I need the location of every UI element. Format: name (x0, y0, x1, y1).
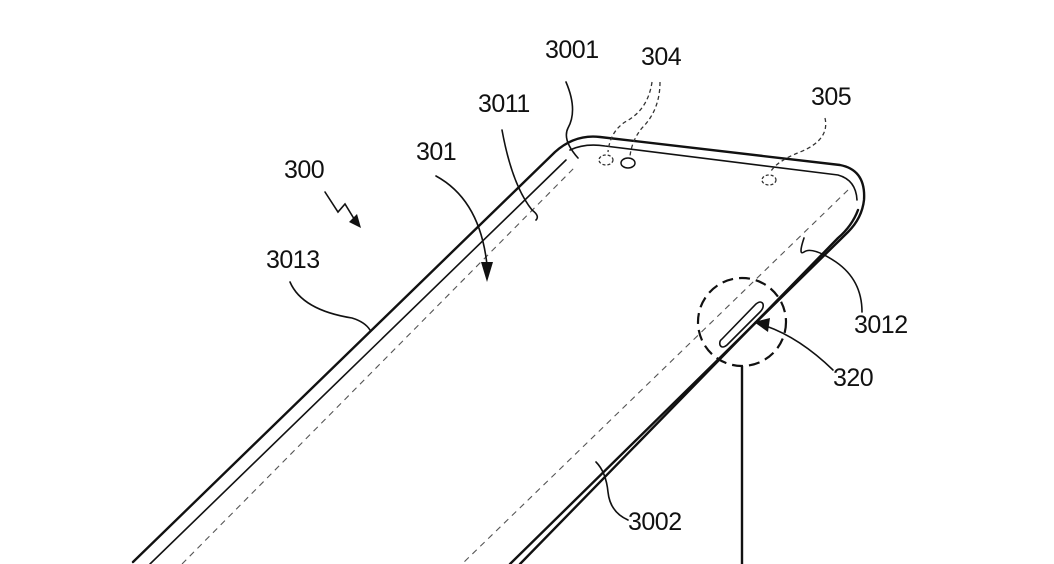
leader-305 (769, 117, 827, 174)
label-3001: 3001 (545, 36, 599, 64)
sensor-hole-right (761, 174, 777, 186)
device-top-inner-edge (569, 144, 858, 201)
device-body (131, 135, 866, 564)
leader-3002 (595, 461, 629, 521)
leader-3011 (501, 129, 539, 221)
leader-301 (435, 175, 488, 266)
leader-320 (765, 325, 834, 371)
leader-3012 (800, 237, 863, 313)
label-305: 305 (811, 83, 851, 111)
left-curve-boundary (181, 167, 575, 564)
arrowhead-320 (754, 318, 770, 332)
leader-3001 (565, 81, 579, 159)
label-304: 304 (641, 43, 682, 71)
reference-labels: 300 301 3011 3001 304 305 3013 3012 320 … (266, 36, 908, 536)
detail-region-320 (696, 276, 788, 564)
label-300: 300 (284, 156, 324, 184)
sensor-hole-solid (620, 157, 636, 169)
sensor-openings (598, 154, 777, 186)
right-curve-boundary (461, 189, 849, 564)
label-3011: 3011 (478, 90, 530, 118)
leader-lines (289, 81, 863, 521)
label-320: 320 (833, 364, 873, 392)
label-3002: 3002 (628, 508, 682, 536)
arrowhead-300 (349, 214, 361, 228)
leader-304-a (607, 81, 653, 153)
device-right-rail (518, 208, 860, 564)
sensor-hole-dashed (598, 154, 614, 166)
leader-304-b (629, 81, 661, 157)
label-3012: 3012 (854, 311, 908, 339)
label-301: 301 (416, 138, 456, 166)
arrowhead-301 (481, 262, 493, 282)
leader-3013 (289, 281, 371, 331)
slot-opening (718, 301, 764, 348)
device-outer-edge (131, 135, 866, 564)
label-3013: 3013 (266, 246, 320, 274)
device-left-inner-edge (149, 159, 567, 564)
leader-300 (324, 191, 357, 223)
